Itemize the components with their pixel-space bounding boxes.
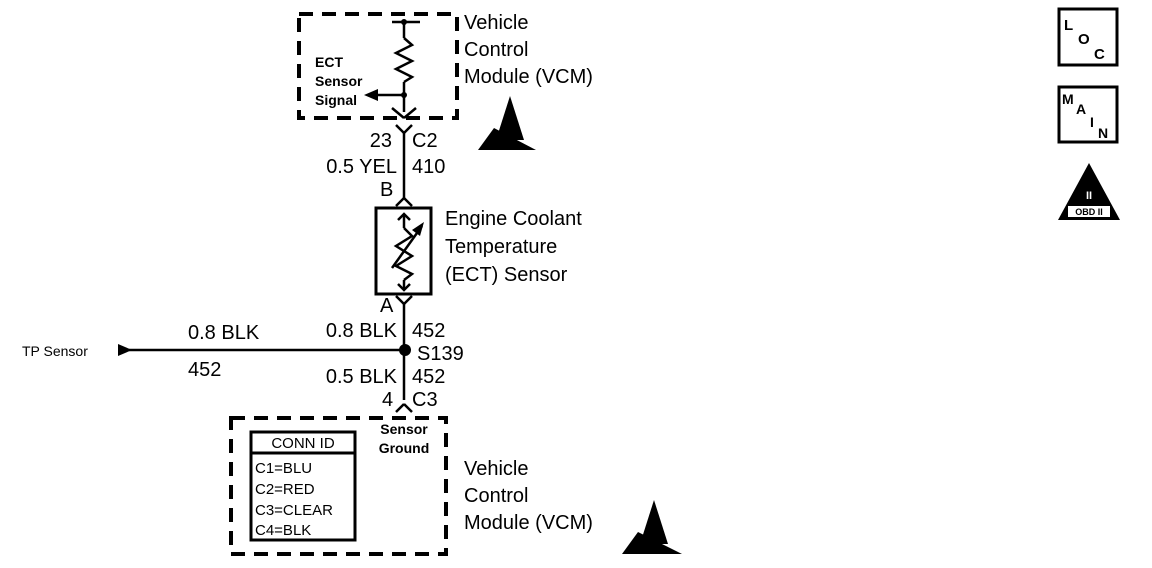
thermistor-icon: [390, 212, 424, 292]
ground-label: Sensor: [380, 421, 428, 437]
conn-id-table: [249, 430, 357, 542]
connector-arrow-icon: [118, 344, 132, 356]
junction-dot: [401, 19, 407, 25]
conn-id-row: C4=BLK: [255, 522, 311, 539]
signal-label: Sensor: [315, 73, 363, 89]
circuit-number: 410: [412, 156, 445, 178]
signal-label: Signal: [315, 92, 357, 108]
circuit-number: 452: [412, 366, 445, 388]
wire-color: 0.8 BLK: [326, 320, 398, 342]
svg-text:I: I: [1090, 114, 1094, 130]
conn-id-row: C3=CLEAR: [255, 502, 333, 519]
vcm-bottom-title: Module (VCM): [464, 512, 593, 534]
vcm-top-title: Control: [464, 39, 528, 61]
splice-id: S139: [417, 343, 464, 365]
connector-id: C2: [412, 130, 438, 152]
pullup-resistor: [375, 20, 420, 119]
vcm-top-title: Vehicle: [464, 12, 529, 34]
conn-id-title: CONN ID: [271, 435, 335, 452]
esd-warning-icon: [622, 500, 682, 554]
sensor-title: Temperature: [445, 236, 557, 258]
vcm-bottom-title: Control: [464, 485, 528, 507]
esd-warning-icon: [478, 96, 536, 150]
wire-color: 0.8 BLK: [188, 322, 260, 344]
main-icon: M A I N: [1057, 85, 1119, 144]
conn-id-row: C2=RED: [255, 481, 315, 498]
ect-sensor-box: [374, 206, 433, 296]
sensor-title: Engine Coolant: [445, 208, 582, 230]
pin-number: 4: [382, 389, 393, 411]
wire-410: [395, 124, 413, 207]
sensor-pin: B: [380, 179, 393, 201]
wire-452: [126, 295, 413, 413]
tp-sensor-label: TP Sensor: [22, 343, 88, 359]
vcm-bottom-box: [229, 416, 448, 556]
vcm-top-title: Module (VCM): [464, 66, 593, 88]
ground-label: Ground: [379, 440, 430, 456]
sensor-title: (ECT) Sensor: [445, 264, 568, 286]
svg-text:M: M: [1062, 91, 1074, 107]
wire-color: 0.5 YEL: [326, 156, 397, 178]
svg-text:L: L: [1064, 17, 1073, 34]
signal-label: ECT: [315, 54, 343, 70]
junction-dot: [401, 92, 407, 98]
splice-dot: [399, 344, 411, 356]
sensor-pin: A: [380, 295, 394, 317]
pin-number: 23: [370, 130, 392, 152]
svg-text:O: O: [1078, 31, 1090, 48]
circuit-number: 452: [188, 359, 221, 381]
wire-color: 0.5 BLK: [326, 366, 398, 388]
obd-ii-icon: II OBD II: [1058, 163, 1120, 220]
conn-id-row: C1=BLU: [255, 460, 312, 477]
arrow-left-icon: [364, 89, 378, 101]
connector-id: C3: [412, 389, 438, 411]
svg-text:A: A: [1076, 101, 1086, 117]
circuit-number: 452: [412, 320, 445, 342]
svg-text:N: N: [1098, 125, 1108, 141]
vcm-top-box: [297, 12, 459, 120]
vcm-bottom-title: Vehicle: [464, 458, 529, 480]
svg-text:II: II: [1086, 190, 1092, 202]
svg-text:OBD II: OBD II: [1075, 207, 1103, 217]
svg-text:C: C: [1094, 46, 1105, 63]
loc-icon: L O C: [1057, 7, 1119, 67]
arrow-icon: [412, 222, 424, 236]
